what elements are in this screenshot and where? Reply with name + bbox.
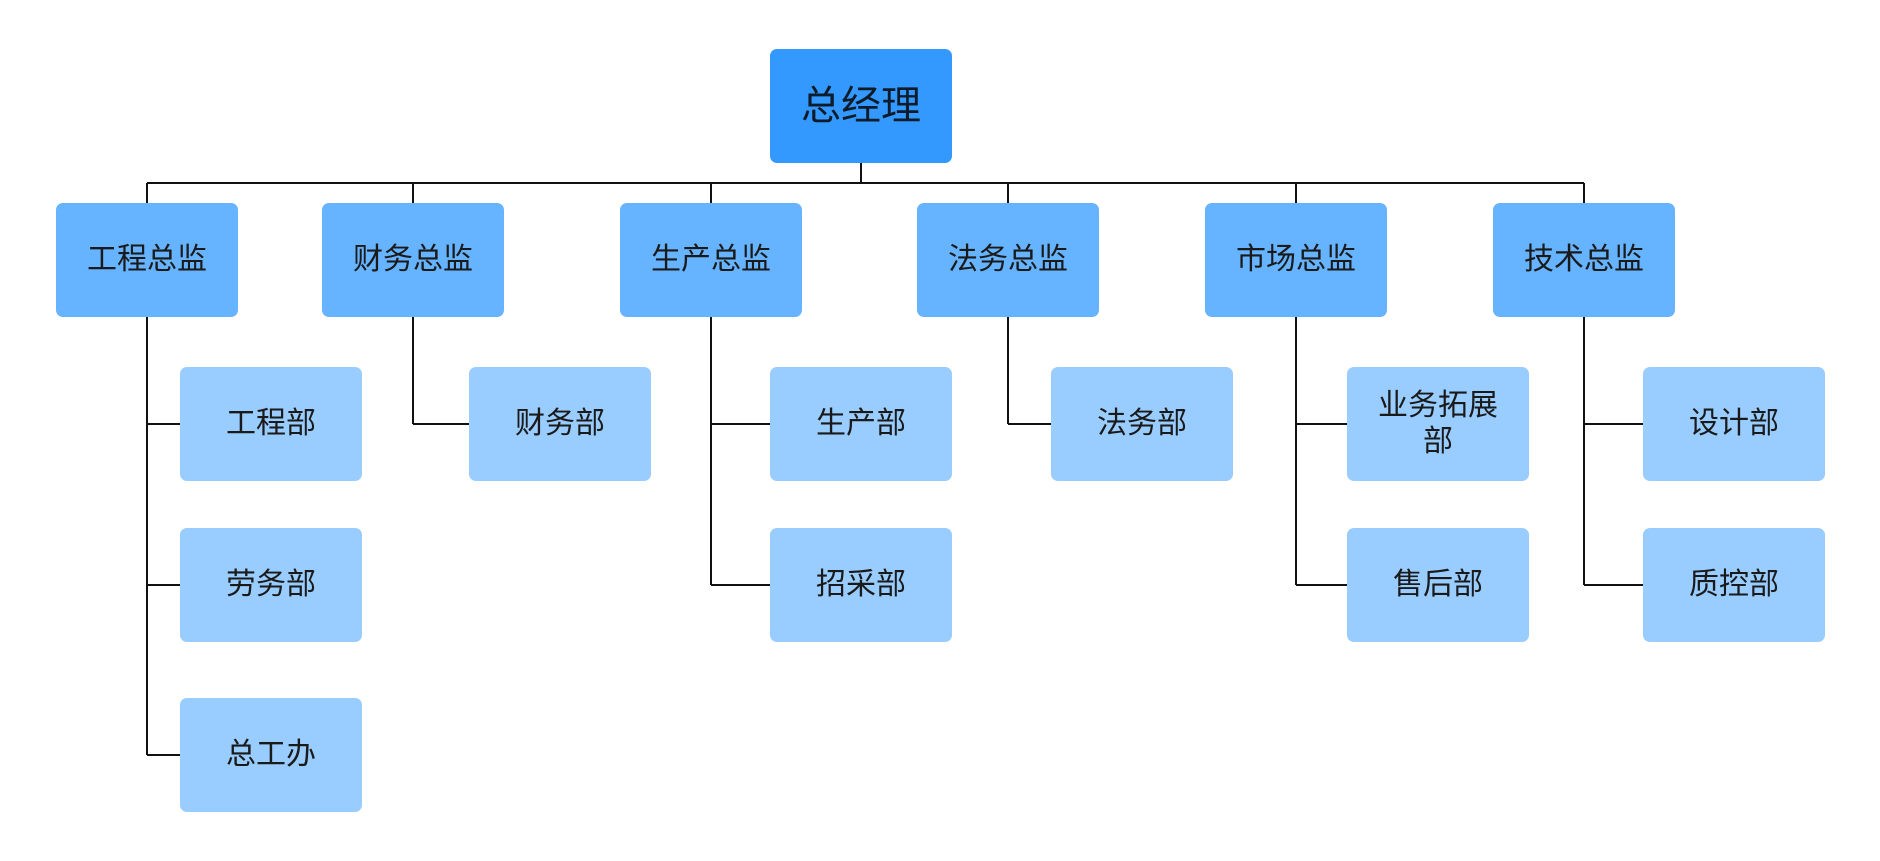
node-legal-director: 法务总监 — [917, 203, 1099, 317]
node-marketing-director: 市场总监 — [1205, 203, 1387, 317]
node-procurement-dept: 招采部 — [770, 528, 952, 642]
node-business-development-dept: 业务拓展部 — [1347, 367, 1529, 481]
node-after-sales-dept: 售后部 — [1347, 528, 1529, 642]
node-legal-dept: 法务部 — [1051, 367, 1233, 481]
node-label: 工程总监 — [87, 242, 207, 277]
node-label: 业务拓展部 — [1378, 388, 1498, 459]
node-label: 设计部 — [1689, 406, 1779, 441]
node-technical-director: 技术总监 — [1493, 203, 1675, 317]
node-label: 质控部 — [1689, 567, 1779, 602]
node-finance-director: 财务总监 — [322, 203, 504, 317]
node-label: 劳务部 — [226, 567, 316, 602]
node-label: 生产部 — [816, 406, 906, 441]
node-general-manager: 总经理 — [770, 49, 952, 163]
node-label: 法务部 — [1097, 406, 1187, 441]
node-chief-engineer-office: 总工办 — [180, 698, 362, 812]
node-label: 招采部 — [816, 567, 906, 602]
node-labor-dept: 劳务部 — [180, 528, 362, 642]
node-engineering-director: 工程总监 — [56, 203, 238, 317]
node-label: 工程部 — [226, 406, 316, 441]
node-finance-dept: 财务部 — [469, 367, 651, 481]
node-production-director: 生产总监 — [620, 203, 802, 317]
node-label: 财务总监 — [353, 242, 473, 277]
node-label: 总工办 — [226, 737, 316, 772]
node-quality-control-dept: 质控部 — [1643, 528, 1825, 642]
node-label: 总经理 — [801, 83, 921, 129]
node-label: 法务总监 — [948, 242, 1068, 277]
node-engineering-dept: 工程部 — [180, 367, 362, 481]
node-label: 财务部 — [515, 406, 605, 441]
node-production-dept: 生产部 — [770, 367, 952, 481]
node-label: 售后部 — [1393, 567, 1483, 602]
node-label: 生产总监 — [651, 242, 771, 277]
node-label: 市场总监 — [1236, 242, 1356, 277]
node-label: 技术总监 — [1524, 242, 1644, 277]
node-design-dept: 设计部 — [1643, 367, 1825, 481]
